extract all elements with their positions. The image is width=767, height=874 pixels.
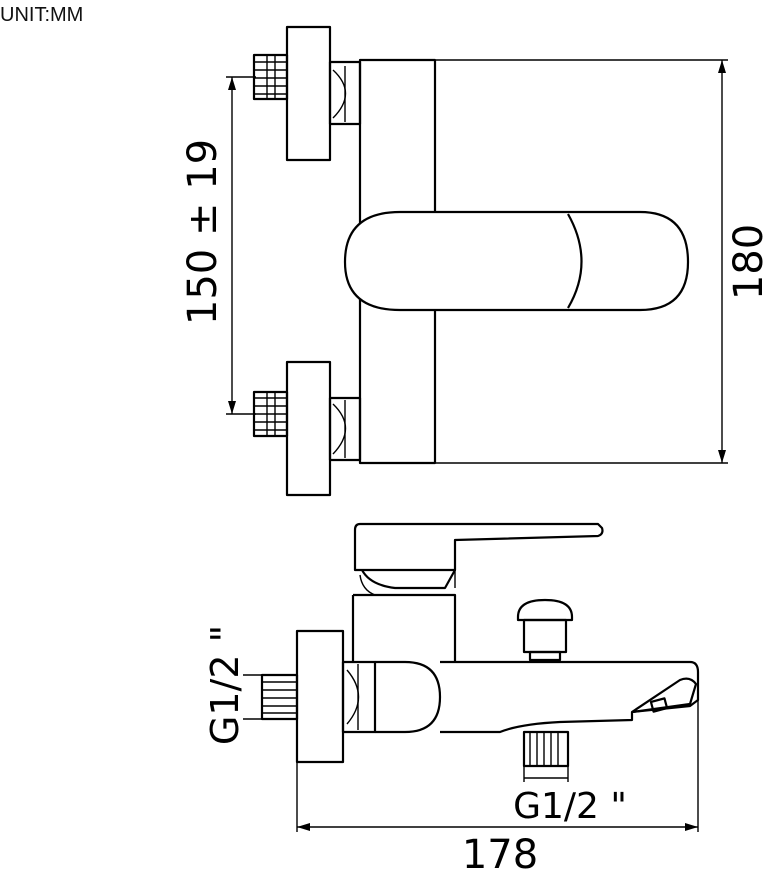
lever-handle-front	[343, 210, 690, 312]
cartridge-body	[353, 593, 457, 662]
side-inlet-label: G1/2 "	[203, 625, 247, 745]
wall-flange	[295, 629, 345, 764]
dim-center-distance-label: 150 ± 19	[180, 139, 226, 325]
dim-height-label: 180	[726, 224, 767, 300]
side-view: G1/2 " G1/2 " 178	[203, 522, 700, 874]
side-inlet	[260, 673, 299, 721]
handle-inner-curve	[567, 213, 583, 309]
dim-center-distance: 150 ± 19	[180, 76, 256, 415]
spout-body	[440, 660, 700, 734]
lower-connector	[252, 360, 362, 497]
diverter-knob	[516, 598, 574, 662]
unit-label: UNIT:MM	[0, 4, 84, 26]
bottom-outlet	[522, 730, 570, 768]
lever-side	[353, 522, 604, 572]
front-view: 150 ± 19 180	[180, 25, 767, 497]
dim-depth-label: 178	[462, 832, 538, 874]
dim-depth: 178	[296, 700, 699, 874]
dim-height: 180	[436, 59, 767, 464]
bottom-outlet-label: G1/2 "	[513, 786, 627, 827]
upper-connector	[252, 25, 362, 162]
side-oval	[375, 660, 442, 734]
